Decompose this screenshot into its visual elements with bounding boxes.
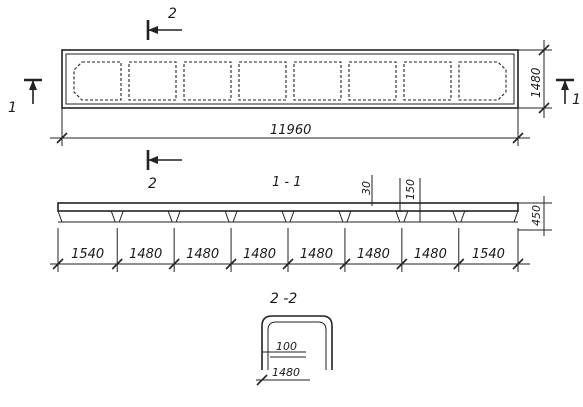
section-rib (338, 210, 352, 223)
spacing-label: 1480 (129, 247, 162, 262)
section-1-1: 1 - 1 30 150 450 1540 1480 1480 1480 1480 148… (50, 175, 552, 272)
section-rib (281, 210, 295, 223)
spacing-label: 1480 (186, 247, 219, 262)
spacing-tick (168, 258, 180, 270)
width-text: 1480 (529, 67, 543, 98)
spacing-label: 1480 (243, 247, 276, 262)
spacing-tick (512, 258, 524, 270)
section-2-2-width-text: 1480 (272, 366, 300, 379)
section-2-2-inner (267, 321, 327, 370)
section-rib (395, 210, 409, 223)
spacing-tick (52, 258, 64, 270)
section-1-1-title: 1 - 1 (272, 175, 302, 190)
section-2-label-top: 2 (168, 6, 177, 22)
plan-cell (293, 61, 342, 101)
plan-cell (458, 61, 507, 101)
length-dimension: 11960 (50, 108, 530, 146)
plan-cell (73, 61, 122, 101)
section-1-label-right: 1 (572, 92, 581, 108)
section-2-2-title: 2 -2 (270, 291, 297, 307)
section-2-marker-top: 2 (146, 6, 182, 40)
plan-cell (348, 61, 397, 101)
plan-cell (403, 61, 452, 101)
section-rib (110, 210, 124, 223)
section-rib (452, 210, 466, 223)
section-end-rib-left (57, 210, 63, 223)
spacing-tick (339, 258, 351, 270)
spacing-tick (396, 258, 408, 270)
overall-length-text: 11960 (270, 123, 311, 138)
rib-height-text: 150 (404, 179, 417, 200)
plan-cell (128, 61, 177, 101)
plan-inner-outline (65, 53, 515, 105)
plan-cell (183, 61, 232, 101)
plan-outline (61, 49, 519, 109)
spacing-labels: 1540 1480 1480 1480 1480 1480 1480 1540 (71, 247, 505, 262)
section-end-rib-right (513, 210, 519, 223)
spacing-label: 1480 (300, 247, 333, 262)
width-dimension: 1480 (518, 40, 552, 118)
section-rib (167, 210, 181, 223)
section-1-marker-right: 1 (556, 78, 581, 108)
overall-height-text: 450 (530, 205, 543, 226)
plan-cell (238, 61, 287, 101)
plan-cells (73, 61, 507, 101)
section-2-2: 2 -2 100 1480 (256, 291, 333, 386)
section-2-marker-bottom: 2 (146, 150, 182, 192)
section-1-label-left: 1 (8, 100, 17, 116)
plan-view: 1 1 2 2 11960 (8, 6, 581, 192)
spacing-label: 1540 (472, 247, 505, 262)
section-slab (57, 202, 519, 212)
spacing-label: 1480 (357, 247, 390, 262)
section-2-2-outline (261, 315, 333, 370)
section-1-marker-left: 1 (8, 78, 42, 116)
spacing-tick (225, 258, 237, 270)
spacing-ticks (52, 228, 524, 272)
spacing-tick (111, 258, 123, 270)
section-rib (224, 210, 238, 223)
spacing-label: 1480 (414, 247, 447, 262)
spacing-tick (282, 258, 294, 270)
rib-thickness-text: 30 (360, 181, 373, 195)
section-2-label-bottom: 2 (148, 176, 157, 192)
spacing-label: 1540 (71, 247, 104, 262)
flange-thickness-text: 100 (276, 340, 297, 353)
section-ribs (57, 210, 519, 223)
spacing-tick (453, 258, 465, 270)
